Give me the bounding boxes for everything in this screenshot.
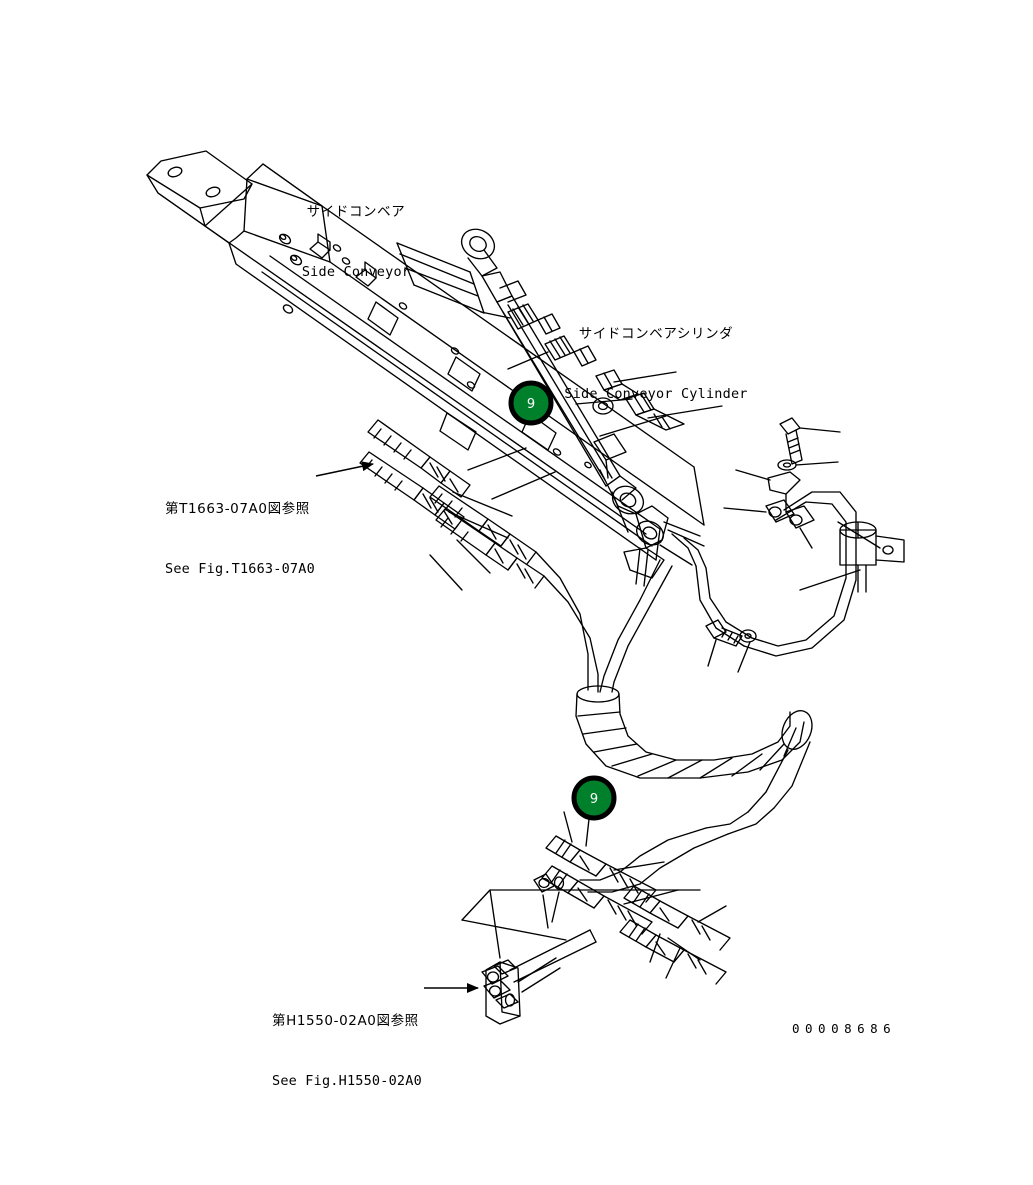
lower-hose-tails <box>517 957 561 993</box>
arrow-see-fig-t1663 <box>315 461 374 477</box>
callout-lower[interactable]: 9 <box>571 775 617 821</box>
upper-hose-fitting-cluster <box>359 419 556 591</box>
label-see-fig-t1663: 第T1663-07A0図参照 See Fig.T1663-07A0 <box>165 459 315 621</box>
side-conveyor-frame <box>146 150 705 587</box>
callout-upper-number: 9 <box>527 397 535 412</box>
hose-clamp-block <box>839 521 905 593</box>
label-see-fig-h1550-jp: 第H1550-02A0図参照 <box>272 1013 419 1030</box>
cylinder-leader-lines <box>480 311 723 437</box>
label-side-conveyor-cylinder-en: Side Conveyor Cylinder <box>564 386 748 403</box>
drawing-number: 00008686 <box>792 1021 897 1036</box>
reference-arrows <box>315 461 479 993</box>
callout-lower-number: 9 <box>590 792 598 807</box>
label-side-conveyor-en: Side Conveyor <box>301 264 411 281</box>
label-side-conveyor-cylinder: サイドコンベアシリンダ Side Conveyor Cylinder <box>545 284 767 446</box>
cylinder-port-fittings <box>592 369 685 431</box>
label-see-fig-h1550: 第H1550-02A0図参照 See Fig.H1550-02A0 <box>272 971 422 1133</box>
label-side-conveyor-cylinder-jp: サイドコンベアシリンダ <box>578 326 734 343</box>
side-conveyor-cylinder <box>460 228 645 515</box>
label-see-fig-h1550-en: See Fig.H1550-02A0 <box>272 1073 422 1090</box>
label-side-conveyor: サイドコンベア Side Conveyor <box>266 162 446 324</box>
hydraulic-hose-routing <box>535 491 857 893</box>
lower-mount-plate <box>481 929 597 1025</box>
label-see-fig-t1663-jp: 第T1663-07A0図参照 <box>165 501 310 518</box>
callout-upper[interactable]: 9 <box>508 380 554 426</box>
label-see-fig-t1663-en: See Fig.T1663-07A0 <box>165 561 315 578</box>
callout-group: 9 9 <box>508 380 617 821</box>
label-side-conveyor-jp: サイドコンベア <box>306 204 406 221</box>
lower-hose-fitting-cluster <box>461 809 731 985</box>
fasteners <box>705 417 881 673</box>
